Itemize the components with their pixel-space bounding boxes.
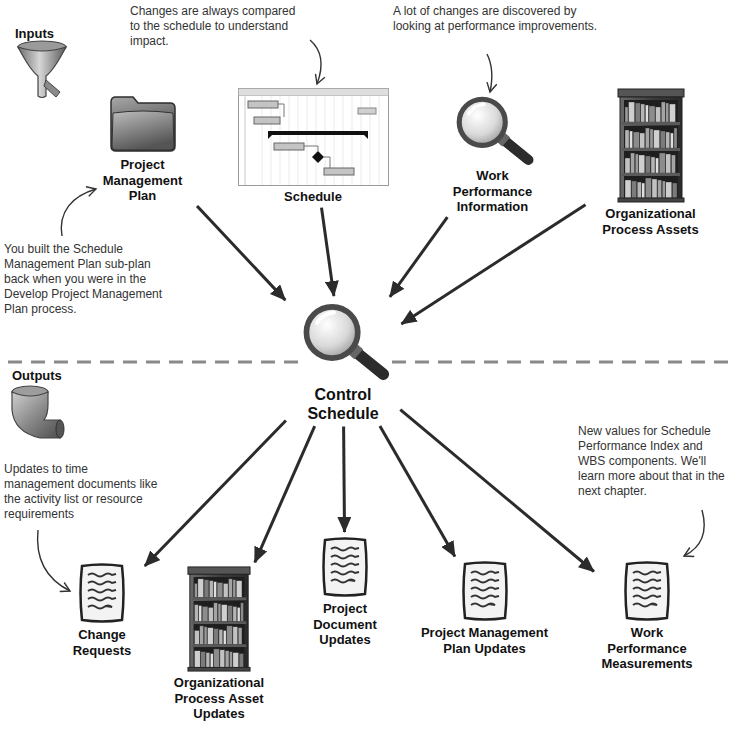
output-document: Project Document Updates (300, 536, 390, 648)
annotation-note: New values for Schedule Performance Inde… (578, 424, 730, 499)
process-node: Control Schedule (288, 300, 398, 423)
annotation-note: A lot of changes are discovered by looki… (393, 4, 605, 34)
annotation-note: You built the Schedule Management Plan s… (4, 242, 172, 317)
node-icon (107, 92, 179, 154)
node-caption: Organizational Process Assets (588, 206, 713, 237)
flow-arrow (342, 426, 346, 532)
flow-arrow (390, 217, 448, 297)
annotation-note: Updates to time management documents lik… (4, 462, 159, 522)
note-leader (38, 530, 70, 591)
output-document: Project Management Plan Updates (412, 560, 557, 656)
node-icon (445, 95, 540, 165)
node-caption: Control Schedule (293, 385, 393, 423)
node-caption: Project Management Plan (95, 157, 190, 204)
annotation-note: Changes are always compared to the sched… (130, 4, 305, 49)
note-leaders (38, 40, 705, 591)
note-leader (61, 189, 96, 236)
node-icon (296, 300, 391, 382)
node-icon (459, 560, 511, 622)
node-icon (319, 536, 371, 598)
input-assets: Organizational Process Assets (588, 88, 713, 237)
section-label: Inputs (15, 26, 75, 41)
input-document: Project Management Plan (85, 92, 200, 204)
flow-arrow (401, 205, 585, 324)
note-leader (487, 54, 492, 92)
section-label: Outputs (12, 368, 82, 383)
node-caption: Project Document Updates (303, 601, 388, 648)
pipe-icon (12, 386, 64, 438)
output-document: Work Performance Measurements (597, 560, 697, 672)
flow-arrow (197, 206, 285, 300)
node-icon (617, 88, 685, 203)
output-assets: Organizational Process Asset Updates (158, 566, 280, 722)
note-leader (684, 510, 704, 556)
node-icon (238, 88, 389, 186)
node-caption: Project Management Plan Updates (412, 625, 557, 656)
funnel-icon (18, 41, 66, 98)
note-leader (310, 40, 321, 84)
node-icon (187, 566, 251, 672)
flow-arrow (400, 410, 594, 572)
node-caption: Schedule (238, 189, 388, 205)
input-schedule: Schedule (237, 88, 389, 205)
node-icon (76, 562, 128, 624)
node-caption: Change Requests (62, 627, 142, 658)
node-icon (621, 560, 673, 622)
node-caption: Organizational Process Asset Updates (158, 675, 280, 722)
node-caption: Work Performance Measurements (597, 625, 697, 672)
flow-arrow (255, 426, 315, 562)
output-document: Change Requests (62, 562, 142, 658)
input-information: Work Performance Information (435, 95, 550, 215)
node-caption: Work Performance Information (443, 168, 543, 215)
flow-arrow (322, 208, 334, 296)
flow-arrow (145, 421, 286, 567)
